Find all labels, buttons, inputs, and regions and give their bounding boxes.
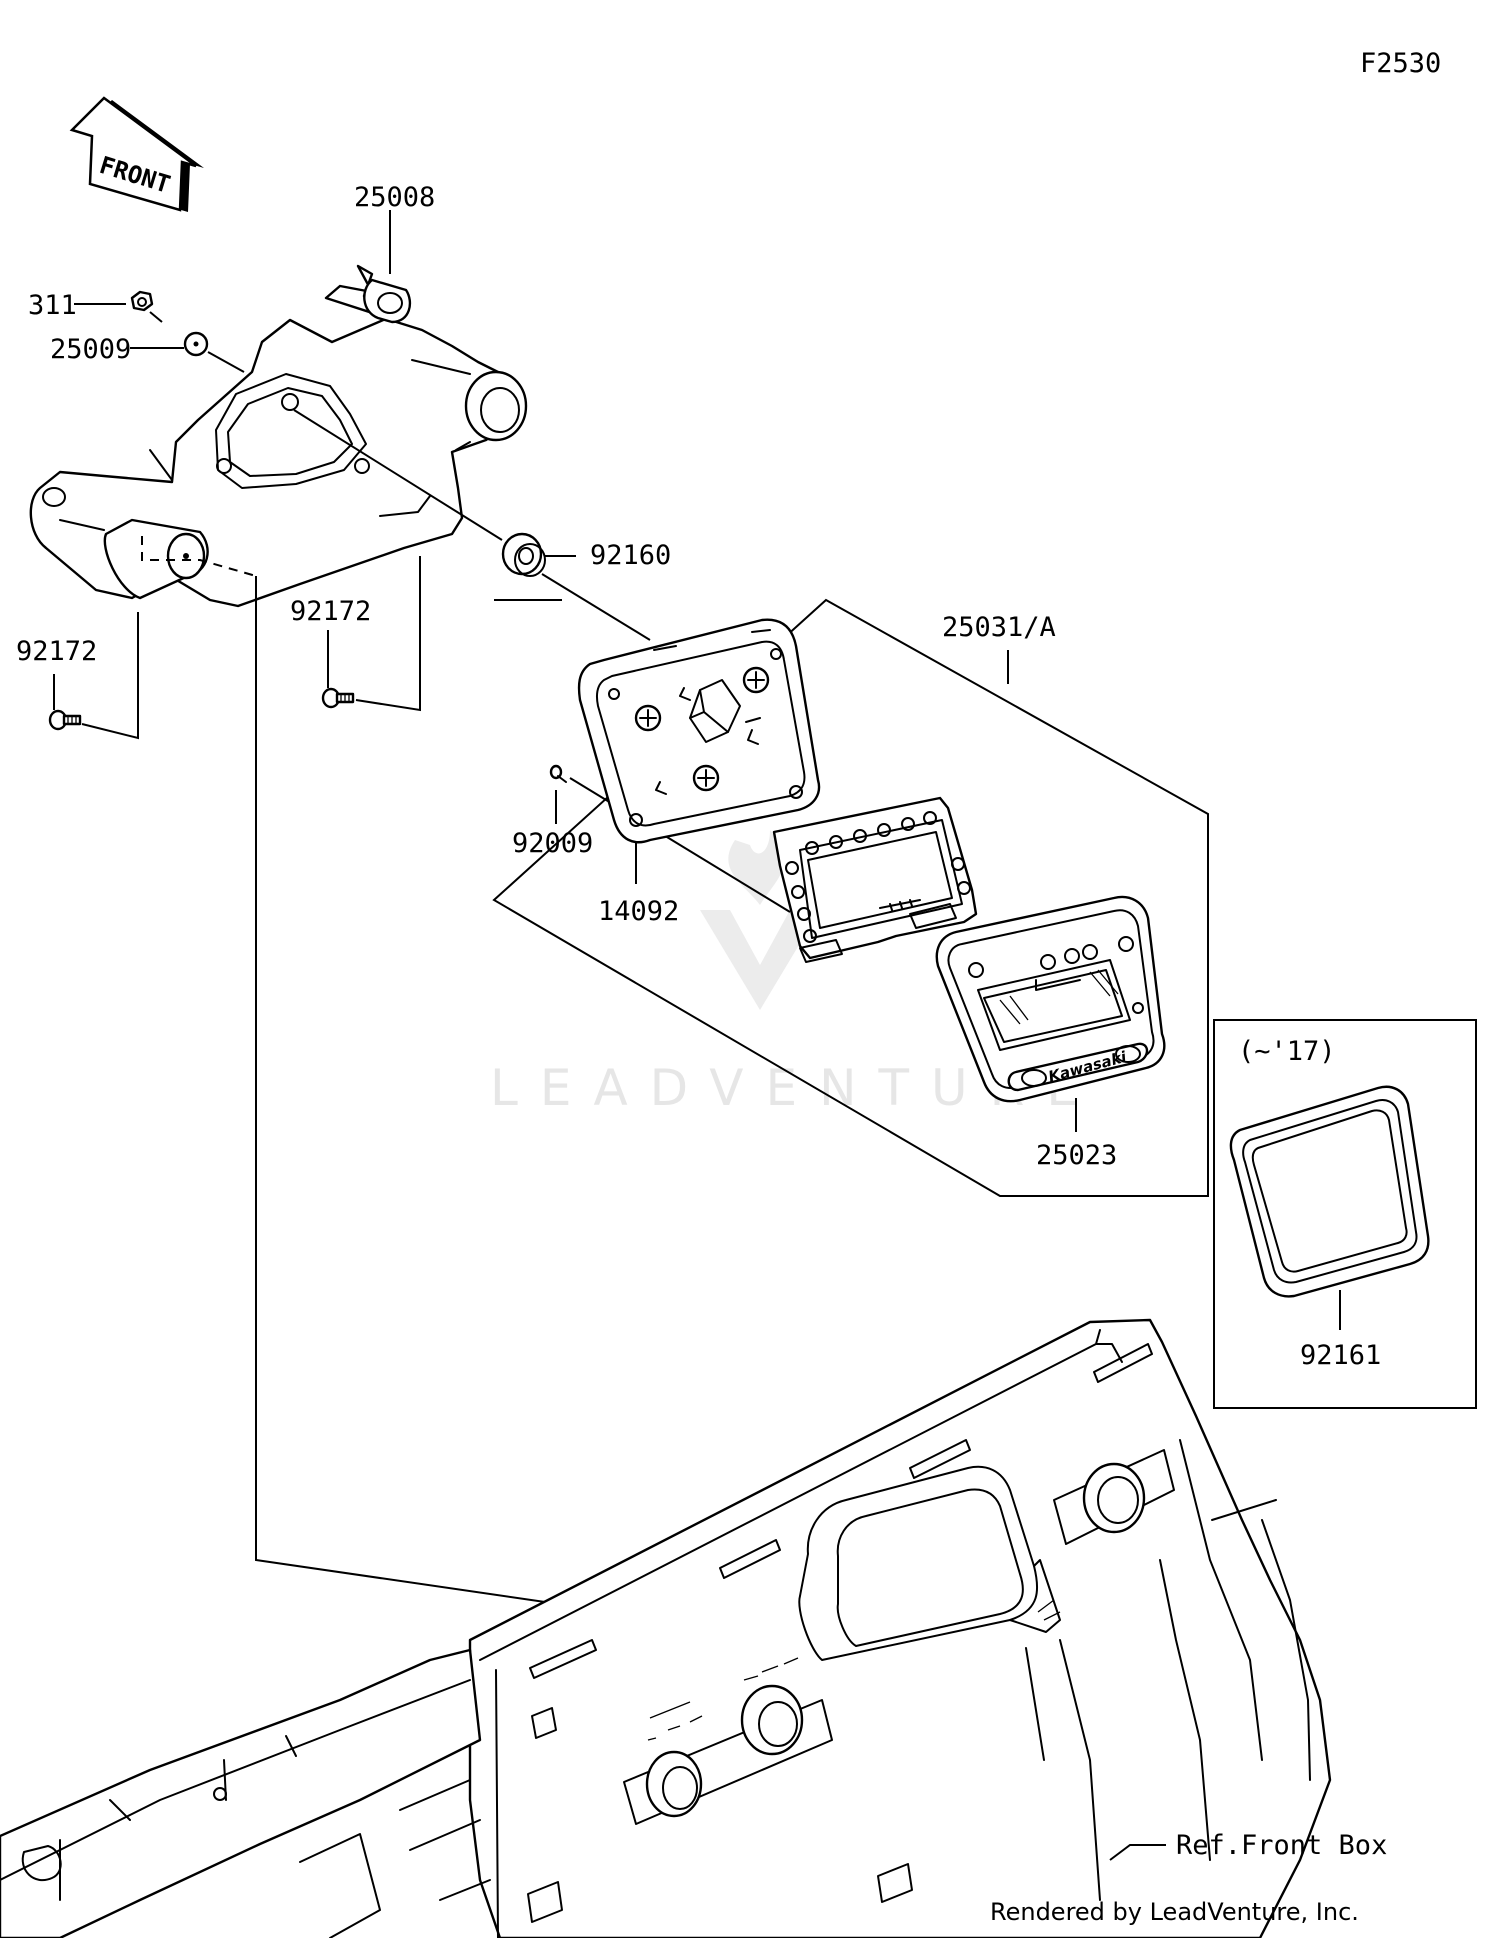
label-part-25008: 25008 (354, 182, 435, 213)
screw-92009 (549, 764, 567, 783)
label-leaders (53, 210, 1341, 1330)
label-part-92009: 92009 (512, 828, 593, 859)
diagram-code: F2530 (1360, 48, 1441, 79)
meter-case-14092 (577, 618, 821, 844)
label-part-92161: 92161 (1300, 1340, 1381, 1371)
label-part-14092: 14092 (598, 896, 679, 927)
rendered-by-footer: Rendered by LeadVenture, Inc. (990, 1898, 1359, 1926)
bolt-92172-middle (321, 687, 355, 709)
label-part-25023: 25023 (1036, 1140, 1117, 1171)
inset-note: (~'17) (1238, 1036, 1336, 1067)
case-screw-boss (742, 666, 770, 694)
grommet-92160 (501, 532, 546, 577)
nut-311 (130, 290, 154, 312)
label-part-25009: 25009 (50, 334, 131, 365)
case-screw-boss (692, 764, 720, 792)
label-part-92160: 92160 (590, 540, 671, 571)
hidden-line (141, 536, 257, 577)
inset-box: (~'17) (1213, 1019, 1477, 1409)
label-part-92172-middle: 92172 (290, 596, 371, 627)
front-direction-arrow: FRONT (69, 96, 204, 212)
label-part-25031A: 25031/A (942, 612, 1056, 643)
label-part-92172-left: 92172 (16, 636, 97, 667)
kit-outline-25031A (492, 598, 1209, 1197)
ref-front-box-leader (1109, 1844, 1166, 1861)
frame-chassis (0, 1648, 491, 1938)
washer-25009 (183, 331, 209, 357)
meter-assembly-25023: Kawasaki (935, 895, 1166, 1103)
label-ref-front-box: Ref.Front Box (1176, 1830, 1387, 1861)
case-screw-boss (634, 704, 662, 732)
gasket-92161 (1229, 1085, 1430, 1298)
assembly-lines (81, 311, 791, 1611)
bolt-92172-left (48, 709, 82, 731)
meter-bracket-25008 (29, 264, 528, 608)
front-box (468, 1318, 1332, 1938)
meter-inner-frame (772, 796, 978, 963)
label-part-311: 311 (28, 290, 77, 321)
